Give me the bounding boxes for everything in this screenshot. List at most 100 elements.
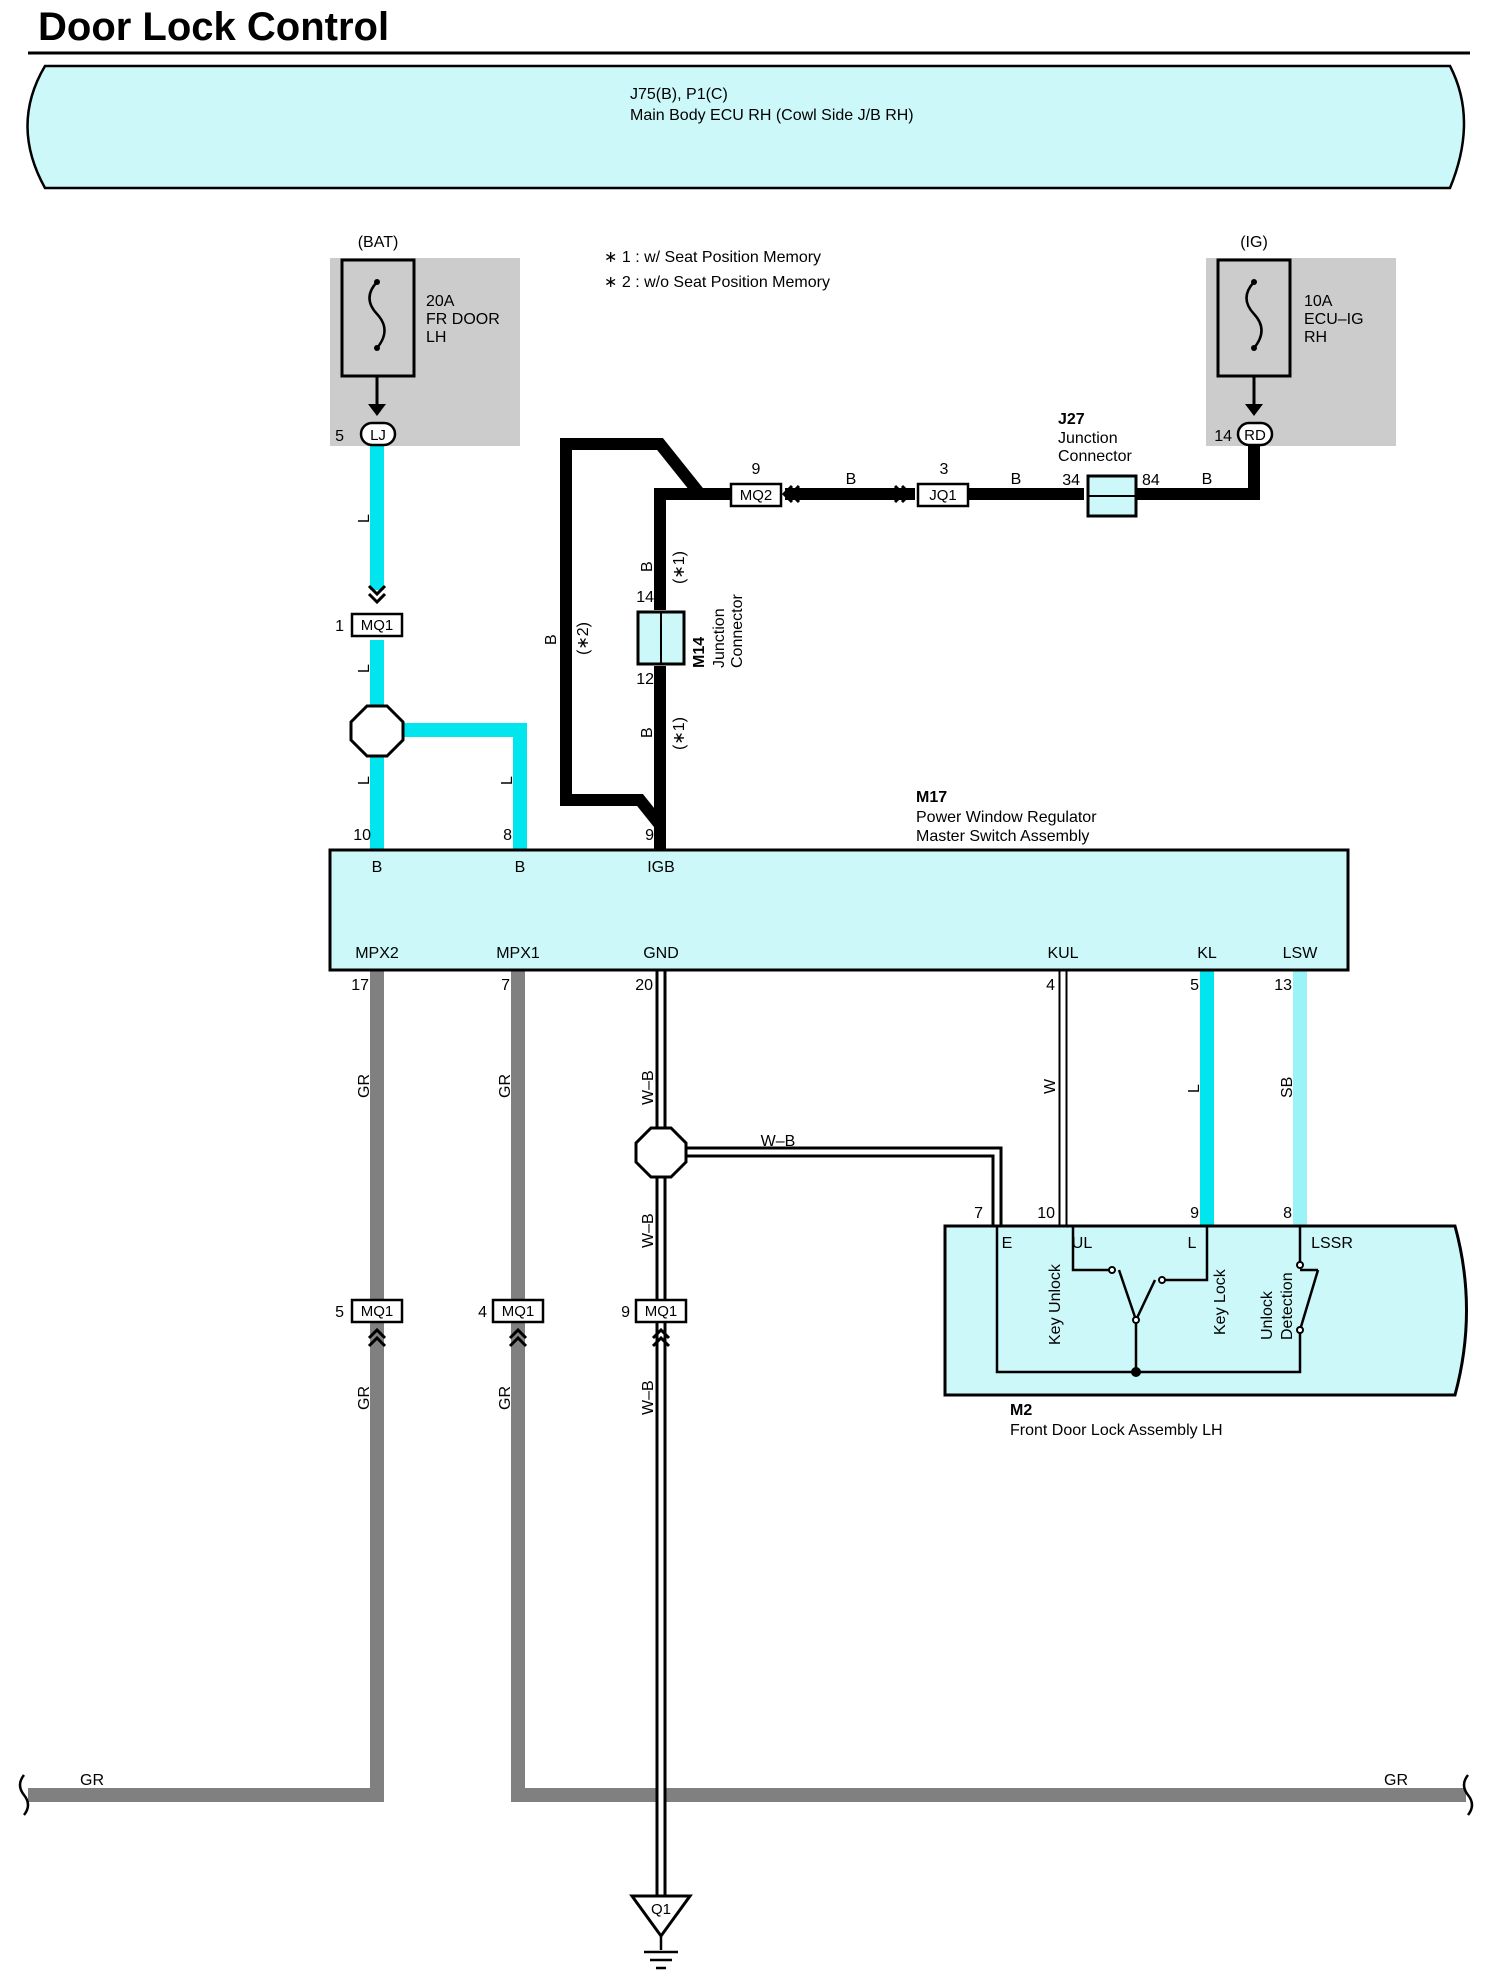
m17-pin-num-5: 5 <box>1190 977 1199 994</box>
wire-label-wb-1: W–B <box>640 1070 657 1105</box>
connector-mq1-4: MQ1 4 <box>478 1298 545 1348</box>
m14-name: Junction <box>711 608 728 668</box>
wire-label-wb-3: W–B <box>640 1213 657 1248</box>
mq2-label: MQ2 <box>740 487 773 504</box>
m14-name-2: Connector <box>729 594 746 668</box>
front-door-lock-m2: 7 E 10 UL 9 L 8 LSSR Key Unlock Key Lock… <box>943 1205 1468 1439</box>
m2-pin-l: L <box>1188 1235 1197 1252</box>
m17-top-pin-10: 10 <box>353 827 371 844</box>
mq2-pin: 9 <box>752 461 761 478</box>
note-1-bottom: (∗1) <box>671 717 688 750</box>
fuse-name-2: LH <box>426 329 446 346</box>
wire-label-b-3: B <box>1202 471 1213 488</box>
fuse-name-ig: ECU–IG <box>1304 311 1364 328</box>
switch-detection: Detection <box>1279 1272 1296 1340</box>
m17-top-pin-name-1: B <box>372 859 383 876</box>
page-title: Door Lock Control <box>38 5 389 49</box>
m2-pin-9: 9 <box>1190 1205 1199 1222</box>
j27-pin-84: 84 <box>1142 472 1160 489</box>
wire-w-b <box>655 970 1003 1900</box>
m2-pin-e: E <box>1002 1235 1013 1252</box>
wire-label-sb: SB <box>1279 1077 1296 1098</box>
ecu-name: Main Body ECU RH (Cowl Side J/B RH) <box>630 107 914 124</box>
j27-name: Junction <box>1058 430 1118 447</box>
connector-mq1-9: MQ1 9 <box>621 1298 688 1348</box>
m17-pin-kul: KUL <box>1047 945 1078 962</box>
break-mark-right <box>1462 1774 1474 1816</box>
connector-mq2: MQ2 9 <box>729 461 801 508</box>
m17-pin-lsw: LSW <box>1283 945 1319 962</box>
fuse-rating-ig: 10A <box>1304 293 1333 310</box>
m14-code: M14 <box>691 637 708 668</box>
break-mark-left <box>18 1774 30 1816</box>
wire-label-gr-1: GR <box>356 1074 373 1098</box>
m17-pin-num-17: 17 <box>351 977 369 994</box>
mq1-9-pin: 9 <box>621 1304 630 1321</box>
m17-code: M17 <box>916 789 947 806</box>
bat-source: (BAT) <box>358 234 399 251</box>
wire-label-l-kl: L <box>1186 1084 1203 1093</box>
splice-l <box>349 704 405 758</box>
m17-pin-gnd: GND <box>643 945 679 962</box>
junction-j27: J27 Junction Connector 34 84 <box>1058 411 1160 518</box>
wire-l-bat <box>370 445 527 850</box>
ground-label: Q1 <box>651 1901 671 1918</box>
m14-pin-14: 14 <box>636 589 654 606</box>
fuse-fr-door-lh: LJ 5 (BAT) 20A FR DOOR LH <box>330 234 520 447</box>
jq1-pin: 3 <box>940 461 949 478</box>
ground-q1: Q1 <box>629 1894 693 1970</box>
mq1-5-label: MQ1 <box>361 1303 394 1320</box>
ecu-code: J75(B), P1(C) <box>630 86 728 103</box>
wire-label-gr-4: GR <box>497 1386 514 1410</box>
m17-pin-num-4: 4 <box>1046 977 1055 994</box>
mq1-4-pin: 4 <box>478 1304 487 1321</box>
m17-pin-num-20: 20 <box>635 977 653 994</box>
m17-pin-num-13: 13 <box>1274 977 1292 994</box>
switch-unlock: Unlock <box>1259 1290 1276 1340</box>
wire-label-l-3: L <box>356 776 373 785</box>
wire-gr <box>28 970 1466 1802</box>
m17-top-pin-name-2: B <box>515 859 526 876</box>
m17-pin-kl: KL <box>1197 945 1217 962</box>
mq1-4-label: MQ1 <box>502 1303 535 1320</box>
wire-b-ig <box>560 438 1260 850</box>
m2-name: Front Door Lock Assembly LH <box>1010 1422 1223 1439</box>
m2-pin-8: 8 <box>1283 1205 1292 1222</box>
wire-label-l-2: L <box>356 664 373 673</box>
m2-pin-ul: UL <box>1072 1235 1093 1252</box>
main-body-ecu: J75(B), P1(C) Main Body ECU RH (Cowl Sid… <box>26 64 1466 190</box>
m17-top-pin-9: 9 <box>645 827 654 844</box>
j27-code: J27 <box>1058 411 1085 428</box>
m17-pin-num-7: 7 <box>501 977 510 994</box>
fuse-name: FR DOOR <box>426 311 500 328</box>
m14-pin-12: 12 <box>636 671 654 688</box>
j27-pin-34: 34 <box>1062 472 1080 489</box>
pin-rd: 14 <box>1214 428 1232 445</box>
m17-pin-mpx2: MPX2 <box>355 945 399 962</box>
wire-label-b-m14-top: B <box>639 561 656 572</box>
m17-name-2: Master Switch Assembly <box>916 828 1089 845</box>
junction-m14: 14 12 M14 Junction Connector <box>636 589 746 688</box>
m2-pin-7: 7 <box>974 1205 983 1222</box>
m2-code: M2 <box>1010 1402 1032 1419</box>
m2-pin-lssr: LSSR <box>1311 1235 1353 1252</box>
wire-label-gr-left: GR <box>80 1772 104 1789</box>
mq1-top-pin: 1 <box>335 618 344 635</box>
pin-lj: 5 <box>335 428 344 445</box>
m2-pin-10: 10 <box>1037 1205 1055 1222</box>
note-1: ∗ 1 : w/ Seat Position Memory <box>604 249 821 266</box>
wire-label-b-m14-bottom: B <box>639 727 656 738</box>
wire-label-gr-3: GR <box>356 1386 373 1410</box>
connector-rd: RD <box>1244 427 1266 444</box>
j27-name-2: Connector <box>1058 448 1132 465</box>
wire-label-b-1: B <box>846 471 857 488</box>
wire-label-b-2: B <box>1011 471 1022 488</box>
note-1-top: (∗1) <box>671 551 688 584</box>
wire-label-l-1: L <box>356 514 373 523</box>
jq1-label: JQ1 <box>929 487 957 504</box>
mq1-5-pin: 5 <box>335 1304 344 1321</box>
wire-label-l-4: L <box>499 776 516 785</box>
m17-name: Power Window Regulator <box>916 809 1097 826</box>
connector-jq1: JQ1 3 <box>893 461 970 508</box>
